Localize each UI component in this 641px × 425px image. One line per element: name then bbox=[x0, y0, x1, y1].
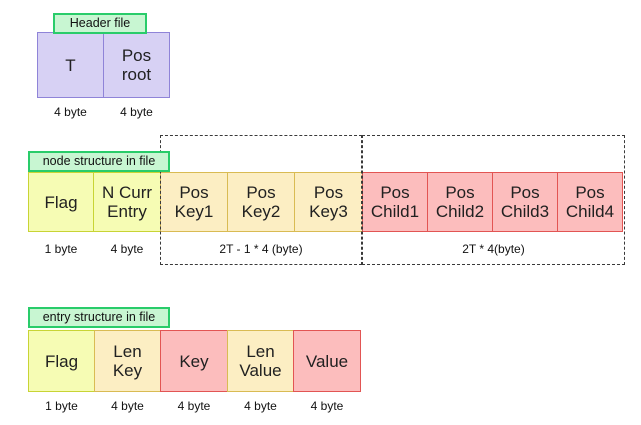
entry-cell-flag: Flag bbox=[28, 330, 95, 392]
entry-cell-key: Key bbox=[160, 330, 228, 392]
byte-size-label: 1 byte bbox=[45, 399, 78, 413]
byte-size-label: 4 byte bbox=[110, 242, 144, 256]
entry-cell-len-value: Len Value bbox=[227, 330, 294, 392]
byte-size-label: 4 byte bbox=[111, 399, 144, 413]
entry-cell-len-key: Len Key bbox=[94, 330, 161, 392]
byte-size-label: 4 byte bbox=[244, 399, 277, 413]
node-cell-flag: Flag bbox=[28, 172, 94, 232]
header-file-label: Header file bbox=[53, 13, 147, 34]
entry-cell-value: Value bbox=[293, 330, 361, 392]
node-cell-pos-key1: Pos Key1 bbox=[160, 172, 228, 232]
children-group-size-label: 2T * 4(byte) bbox=[462, 242, 525, 256]
entry-structure-label: entry structure in file bbox=[28, 307, 170, 328]
header-cell-t: T bbox=[37, 32, 104, 98]
node-cell-pos-child2: Pos Child2 bbox=[427, 172, 493, 232]
node-structure-label: node structure in file bbox=[28, 151, 170, 172]
byte-size-label: 1 byte bbox=[44, 242, 78, 256]
byte-size-label: 4 byte bbox=[310, 399, 344, 413]
node-cell-pos-child1: Pos Child1 bbox=[362, 172, 428, 232]
byte-size-label: 4 byte bbox=[177, 399, 211, 413]
keys-group-size-label: 2T - 1 * 4 (byte) bbox=[219, 242, 303, 256]
node-cell-pos-child3: Pos Child3 bbox=[492, 172, 558, 232]
node-cell-n-curr-entry: N Curr Entry bbox=[93, 172, 161, 232]
node-cell-pos-key3: Pos Key3 bbox=[294, 172, 363, 232]
node-cell-pos-key2: Pos Key2 bbox=[227, 172, 295, 232]
node-cell-pos-child4: Pos Child4 bbox=[557, 172, 623, 232]
byte-size-label: 4 byte bbox=[54, 105, 87, 119]
header-cell-pos-root: Pos root bbox=[103, 32, 170, 98]
byte-size-label: 4 byte bbox=[120, 105, 153, 119]
